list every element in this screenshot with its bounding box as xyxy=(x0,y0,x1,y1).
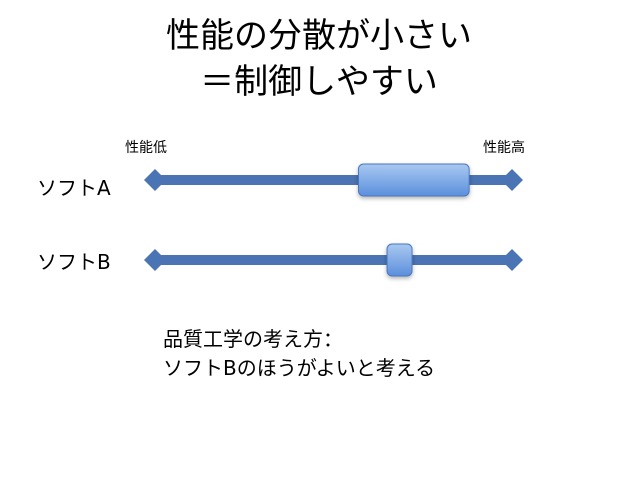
row-label-software-a: ソフトA xyxy=(37,176,111,200)
right-diamond-marker-software-a xyxy=(501,169,523,191)
axis-bar-software-a xyxy=(155,175,512,185)
row-label-software-b: ソフトB xyxy=(37,250,111,274)
performance-range-box-software-b xyxy=(386,243,413,277)
axis-bar-software-b xyxy=(155,255,512,265)
note-line-2: ソフトBのほうがよいと考える xyxy=(163,356,436,380)
axis-low-label: 性能低 xyxy=(125,140,167,156)
note-line-1: 品質工学の考え方： xyxy=(163,327,343,351)
title-line-1: 性能の分散が小さい xyxy=(166,16,472,56)
axis-high-label: 性能高 xyxy=(483,140,525,156)
performance-range-box-software-a xyxy=(357,163,470,197)
left-diamond-marker-software-a xyxy=(144,169,166,191)
right-diamond-marker-software-b xyxy=(501,249,523,271)
left-diamond-marker-software-b xyxy=(144,249,166,271)
title-line-2: ＝制御しやすい xyxy=(200,62,438,102)
